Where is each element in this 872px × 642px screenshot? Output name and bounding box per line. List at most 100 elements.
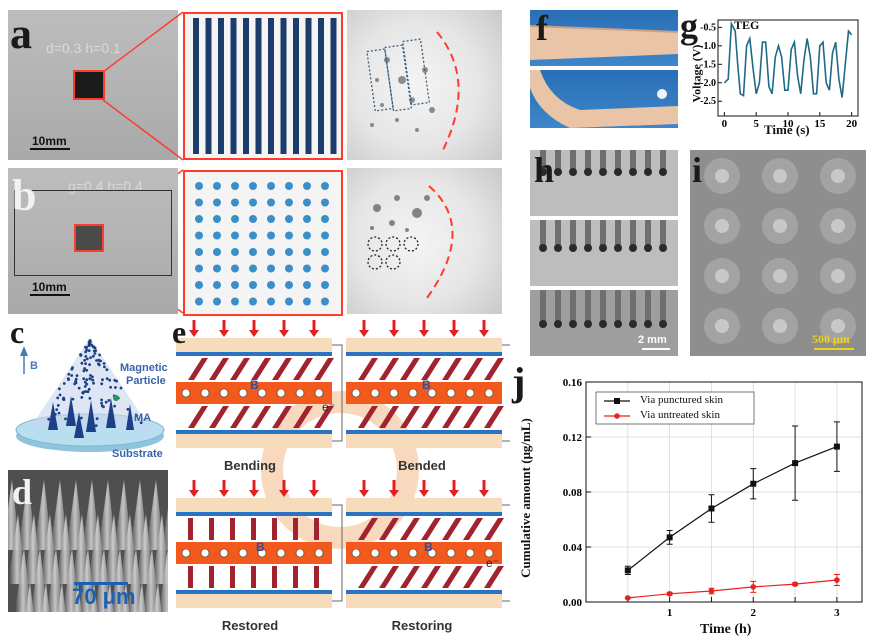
microneedle-spike — [137, 582, 146, 612]
electrode-layer — [346, 434, 502, 448]
particle-circle — [370, 548, 380, 558]
j-y-tick-label: 0.04 — [563, 542, 583, 554]
pillar — [463, 518, 483, 540]
needle-rod — [645, 220, 651, 246]
circuit-wire — [502, 344, 510, 442]
pillar — [442, 566, 462, 588]
blue-layer — [176, 512, 332, 516]
needle-tip — [569, 320, 577, 328]
panel-c-particle-label: Particle — [126, 375, 166, 387]
pillar — [272, 566, 277, 588]
needle-tip — [659, 244, 667, 252]
microneedle-tip — [773, 319, 787, 333]
magnetic-particle — [83, 358, 86, 362]
magnetic-particle — [85, 382, 89, 386]
needle-rod — [555, 150, 561, 170]
needle-tip — [539, 320, 547, 328]
dot — [249, 281, 257, 289]
magnetic-particle — [105, 368, 109, 372]
magnetic-particle — [102, 362, 106, 365]
circuit-wire — [502, 504, 510, 602]
magnetic-particle — [58, 393, 62, 397]
stripe — [243, 18, 249, 154]
dot — [231, 215, 239, 223]
needle-rod — [600, 290, 606, 322]
panel-b-dots — [195, 182, 329, 306]
magnetic-particle — [93, 352, 97, 355]
particle-circle — [351, 388, 361, 398]
microneedle-spike — [158, 548, 168, 612]
g-y-tick-label: -2.5 — [700, 96, 716, 107]
magnetic-particle — [87, 387, 91, 391]
pillar — [421, 518, 441, 540]
panel-f-photo-bottom — [530, 70, 678, 128]
magnetic-particle — [71, 397, 75, 401]
magnetic-particle — [95, 417, 99, 421]
particle-circle — [389, 388, 399, 398]
pillar — [293, 406, 313, 428]
panel-b-patch — [74, 224, 104, 252]
dot — [267, 248, 275, 256]
magnetic-particle — [100, 398, 103, 402]
magnetic-particle — [105, 377, 109, 380]
strip-divider — [530, 216, 678, 220]
j-y-tick-label: 0.08 — [563, 487, 583, 499]
pillar — [463, 566, 483, 588]
microneedle-spike — [73, 582, 82, 612]
dot — [213, 264, 221, 273]
panel-label-b: b — [12, 171, 37, 220]
pillar — [379, 518, 399, 540]
needle-tip — [554, 244, 562, 252]
pillar — [293, 358, 313, 380]
pillar — [484, 566, 504, 588]
needle-rod — [630, 290, 636, 322]
particle-circle — [370, 388, 380, 398]
panel-b-scale-text: 10mm — [32, 280, 67, 294]
dot — [303, 248, 311, 256]
pillar — [314, 406, 334, 428]
module-restored — [176, 480, 343, 608]
magnetic-particle — [85, 378, 89, 382]
magnetic-particle — [98, 353, 101, 357]
force-arrow-head — [479, 330, 489, 337]
particle-circle — [351, 548, 361, 558]
stripe — [205, 18, 212, 154]
magnetic-particle — [83, 385, 87, 388]
pillar — [272, 406, 292, 428]
needle-tip — [569, 168, 577, 176]
needle-tip — [659, 168, 667, 176]
particle-circle — [276, 548, 286, 558]
pillar — [358, 566, 378, 588]
magnetic-particle — [91, 375, 94, 379]
magnetic-particle — [97, 358, 101, 362]
pillar — [421, 358, 441, 380]
panel-e-restoring-label: Restoring — [391, 618, 453, 633]
particle-circle — [181, 388, 191, 398]
dot — [249, 215, 257, 223]
j-legend-marker-1 — [614, 413, 620, 419]
needle-tip — [539, 168, 547, 176]
needle-tip — [599, 244, 607, 252]
magnetic-particle — [92, 381, 95, 385]
panel-label-j: j — [512, 359, 526, 404]
microneedle-spike — [89, 582, 98, 612]
magnetic-particle — [81, 391, 85, 395]
needle-tip — [614, 168, 622, 176]
j-point — [666, 534, 673, 541]
pillar — [442, 406, 462, 428]
module-bending — [176, 320, 343, 448]
g-x-tick-label: 15 — [814, 118, 826, 130]
dot — [195, 264, 203, 273]
panel-e: Bending Bended Restored Restoring e⁻ e⁻ … — [170, 318, 510, 640]
needle-rod — [600, 150, 606, 170]
panel-a-dish-drawing — [366, 31, 460, 151]
panel-c-substrate-label: Substrate — [112, 448, 163, 460]
pillar — [188, 518, 193, 540]
dot — [231, 264, 239, 273]
magnetic-particle — [126, 407, 130, 411]
magnet-layer — [346, 382, 502, 404]
panel-a-scale-bar — [30, 148, 70, 150]
g-y-tick-label: -1.5 — [700, 59, 716, 70]
